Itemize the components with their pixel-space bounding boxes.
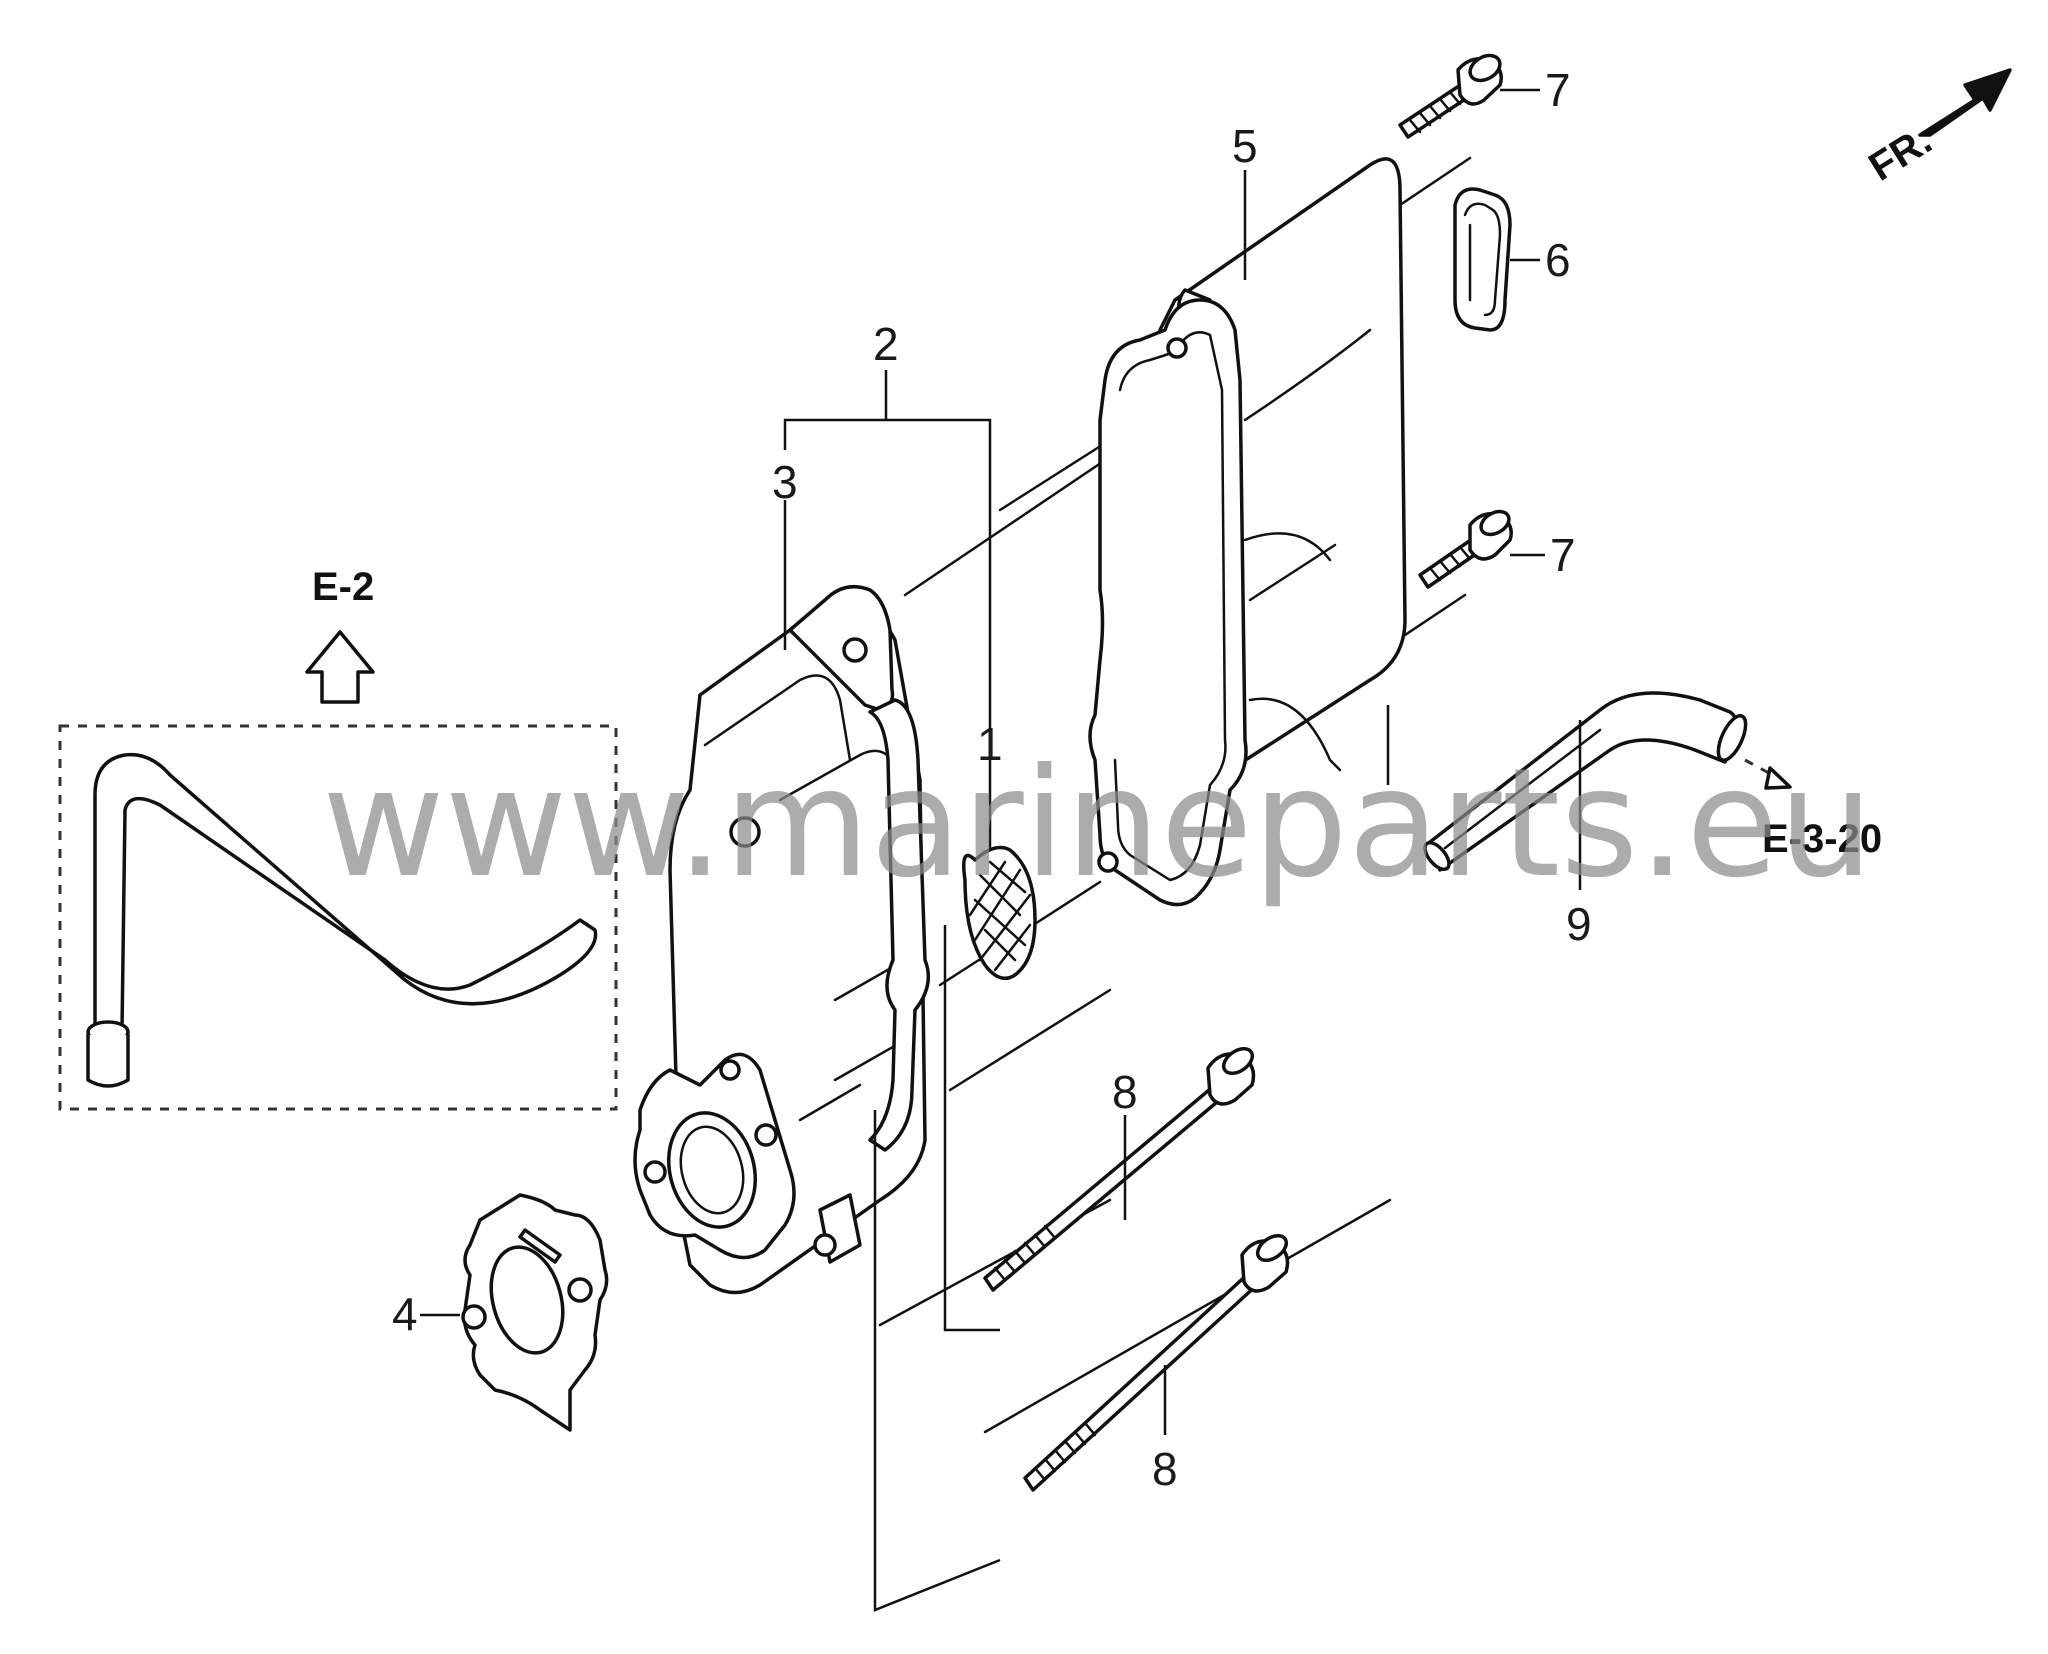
breather-tube-hose [93, 752, 598, 1034]
gasket-bolt-hole-right [567, 1277, 593, 1303]
callout-7-upper: 7 [1545, 64, 1571, 116]
flange-bolt-lower [1418, 509, 1513, 589]
callout-9: 9 [1566, 898, 1592, 950]
reference-e320-leader [1744, 758, 1779, 780]
arrow-right-icon [1764, 766, 1792, 790]
callout-2: 2 [873, 318, 899, 370]
callout-8-lower: 8 [1152, 1443, 1178, 1495]
up-arrow-icon [305, 630, 375, 704]
body-side-rib [868, 698, 931, 1152]
callout-3: 3 [772, 456, 798, 508]
body-rivet [729, 816, 761, 848]
flange-bolt-hole-left [643, 1160, 667, 1184]
body-bolt-hole-top [842, 637, 868, 663]
muffler-protector [1088, 157, 1407, 907]
callout-7-lower: 7 [1550, 529, 1576, 581]
callout-1: 1 [977, 718, 1003, 770]
long-bolt-upper [983, 1046, 1256, 1292]
watermark-text: www.marineparts.eu [322, 737, 1874, 911]
front-arrow-icon [1918, 68, 2012, 137]
spark-arrester-screen [962, 845, 1037, 981]
alignment-lines [878, 156, 1472, 1434]
body-exhaust-port [666, 1111, 758, 1229]
muffler-body [633, 584, 931, 1295]
drain-tube [1423, 691, 1748, 872]
breather-tube-end [86, 1033, 130, 1088]
reference-e320-label: E-3-20 [1762, 817, 1882, 861]
gasket-bolt-hole-left [461, 1304, 487, 1330]
protector-flange [1088, 298, 1248, 907]
flange-bolt-upper [1398, 53, 1503, 139]
callout-6: 6 [1545, 234, 1571, 286]
muffler-gasket [461, 1193, 609, 1432]
callout-4: 4 [392, 1288, 418, 1340]
callout-5: 5 [1232, 120, 1258, 172]
callout-8-upper: 8 [1112, 1066, 1138, 1118]
reference-e2-label: E-2 [312, 565, 374, 609]
callout-numbers: 2 3 1 5 6 7 7 9 8 8 4 [392, 64, 1592, 1495]
reference-e320: E-3-20 [1744, 758, 1882, 861]
breather-tube-inset [58, 724, 618, 1111]
inset-dashed-box [58, 724, 618, 1111]
protector-bolt-hole-top [1166, 337, 1188, 359]
reference-e2: E-2 [305, 565, 375, 704]
leader-lines [420, 88, 1582, 1612]
flange-bolt-hole-right [754, 1123, 778, 1147]
grommet [1453, 187, 1512, 332]
front-direction-indicator: FR. [1861, 68, 2012, 190]
long-bolt-lower [1023, 1233, 1290, 1492]
protector-bolt-hole-bottom [1097, 851, 1119, 873]
